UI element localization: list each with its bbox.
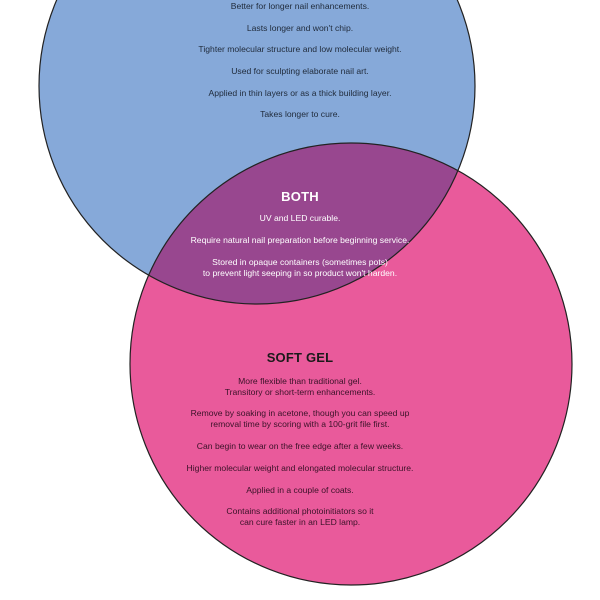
both-item-3: Stored in opaque containers (sometimes p… bbox=[202, 257, 398, 278]
both-item-2: Require natural nail preparation before … bbox=[190, 235, 410, 245]
both-item-1: UV and LED curable. bbox=[259, 213, 341, 223]
soft-gel-title: SOFT GEL bbox=[266, 350, 334, 365]
soft-gel-outline bbox=[129, 142, 573, 586]
soft-gel-item-4: Higher molecular weight and elongated mo… bbox=[186, 463, 414, 473]
soft-gel-item-2: Remove by soaking in acetone, though you… bbox=[190, 408, 410, 429]
soft-gel-item-5: Applied in a couple of coats. bbox=[246, 485, 354, 495]
hard-gel-item-2: Lasts longer and won't chip. bbox=[246, 23, 354, 33]
hard-gel-item-5: Applied in thin layers or as a thick bui… bbox=[208, 88, 392, 98]
hard-gel-item-4: Used for sculpting elaborate nail art. bbox=[231, 66, 369, 76]
hard-gel-item-6: Takes longer to cure. bbox=[260, 109, 340, 119]
both-title: BOTH bbox=[281, 189, 319, 204]
hard-gel-outline bbox=[38, 0, 476, 305]
soft-gel-item-6: Contains additional photoinitiators so i… bbox=[226, 506, 374, 527]
soft-gel-item-1: More flexible than traditional gel. Tran… bbox=[224, 376, 376, 397]
hard-gel-item-1: Better for longer nail enhancements. bbox=[230, 1, 370, 11]
hard-gel-item-3: Tighter molecular structure and low mole… bbox=[198, 44, 402, 54]
soft-gel-item-3: Can begin to wear on the free edge after… bbox=[196, 441, 404, 451]
